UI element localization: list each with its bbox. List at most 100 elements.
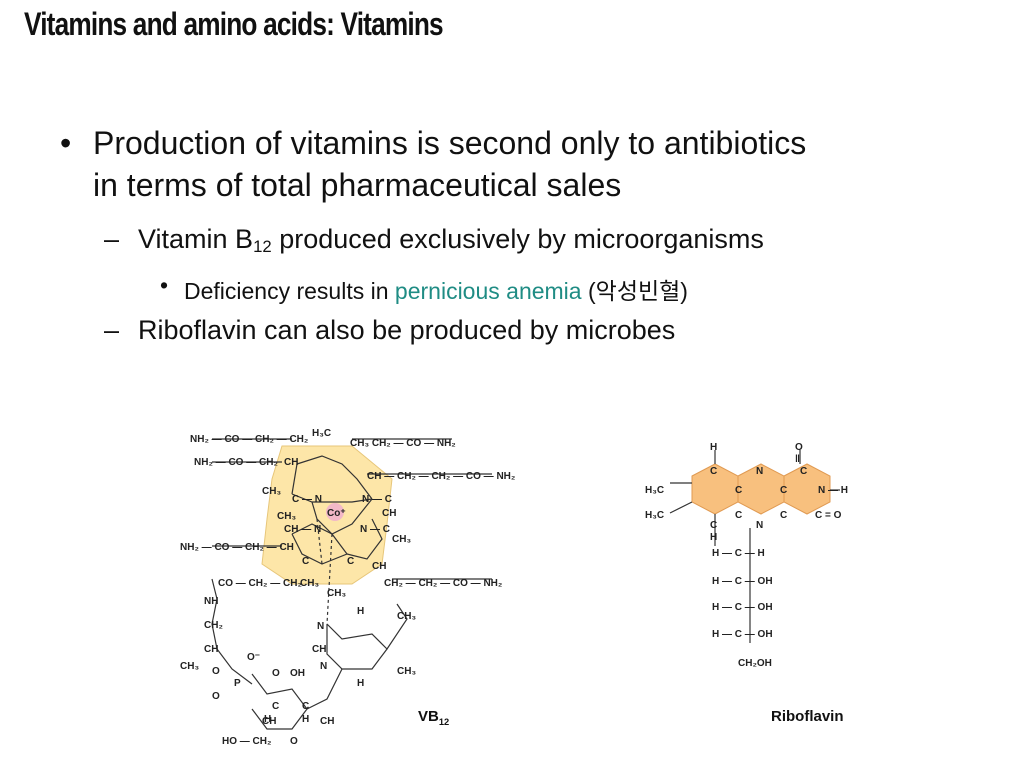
svg-text:CH: CH [312, 644, 326, 655]
pernicious-anemia-highlight: pernicious anemia [394, 278, 582, 304]
svg-text:CH₃ CH₂ — CO — NH₂: CH₃ CH₂ — CO — NH₂ [350, 438, 456, 449]
svg-text:N — C: N — C [362, 494, 392, 505]
riboflavin-bonds [669, 450, 840, 643]
dash-marker: – [104, 315, 120, 345]
svg-text:H — C — H: H — C — H [712, 548, 765, 559]
vb12-structure-figure: NH₂ — CO — CH₂ — CH₂ H₃C CH₃ CH₂ — CO — … [180, 428, 515, 747]
svg-text:P: P [234, 678, 241, 689]
svg-text:CH₃: CH₃ [327, 588, 346, 599]
svg-text:NH: NH [204, 596, 218, 607]
vb12-caption-subscript: 12 [438, 717, 450, 727]
svg-text:H: H [710, 442, 717, 453]
svg-text:C — N: C — N [292, 494, 322, 505]
svg-text:H: H [357, 606, 364, 617]
bullet-text: Production of vitamins is second only to… [93, 122, 806, 206]
bullet-line-2: in terms of total pharmaceutical sales [93, 167, 622, 203]
vb12-caption: VB12 [418, 708, 449, 727]
svg-text:H — C — OH: H — C — OH [712, 629, 773, 640]
svg-text:CH₃: CH₃ [397, 611, 416, 622]
svg-text:H: H [357, 678, 364, 689]
cobalt-center [326, 503, 344, 521]
bullet-marker: • [60, 125, 72, 161]
vitamin-b-suffix: produced exclusively by microorganisms [271, 224, 764, 254]
svg-text:CH: CH [284, 457, 298, 468]
svg-text:H: H [264, 714, 271, 725]
korean-term: 악성빈혈 [595, 278, 681, 304]
svg-text:H₃C: H₃C [645, 485, 664, 496]
slide-title: Vitamins and amino acids: Vitamins [24, 6, 444, 42]
svg-text:C: C [735, 510, 742, 521]
svg-text:O: O [272, 668, 280, 679]
svg-text:HO — CH₂: HO — CH₂ [222, 736, 271, 747]
riboflavin-atom-labels: H O ‖ C N C H₃C C C N — H H₃C C C C = O … [645, 442, 848, 669]
deficiency-text: Deficiency results in pernicious anemia … [184, 272, 688, 306]
svg-text:NH₂ — CO — CH₂ — CH: NH₂ — CO — CH₂ — CH [180, 542, 294, 553]
deficiency-prefix: Deficiency results in [184, 278, 395, 304]
bullet-marker-small: • [160, 272, 169, 298]
svg-text:C: C [780, 510, 787, 521]
svg-text:O: O [212, 691, 220, 702]
svg-text:CH — CH₂ — CH₂ — CO — NH₂: CH — CH₂ — CH₂ — CO — NH₂ [367, 471, 515, 482]
dash-marker: – [104, 224, 120, 254]
vitamin-b-prefix: Vitamin B [138, 224, 254, 254]
svg-text:H — C — OH: H — C — OH [712, 602, 773, 613]
svg-text:C: C [800, 466, 807, 477]
vb12-bonds [211, 438, 492, 730]
svg-text:O: O [212, 666, 220, 677]
svg-text:CH₃: CH₃ [262, 486, 281, 497]
bullet-line-1: Production of vitamins is second only to… [93, 125, 807, 161]
svg-text:CO — CH₂ — CH₂: CO — CH₂ — CH₂ [218, 578, 302, 589]
svg-text:CH₃: CH₃ [392, 534, 411, 545]
riboflavin-structure-figure: H O ‖ C N C H₃C C C N — H H₃C C C C = O … [645, 442, 848, 669]
svg-text:C: C [302, 701, 309, 712]
svg-text:H: H [302, 714, 309, 725]
svg-text:H₃C: H₃C [312, 428, 331, 439]
svg-text:Co⁺: Co⁺ [327, 508, 346, 519]
svg-text:CH: CH [204, 644, 218, 655]
svg-text:NH₂ — CO — CH₂: NH₂ — CO — CH₂ [194, 457, 278, 468]
svg-text:CH₃: CH₃ [300, 578, 319, 589]
svg-text:N: N [317, 621, 324, 632]
svg-text:H₃C: H₃C [645, 510, 664, 521]
riboflavin-text: Riboflavin can also be produced by micro… [138, 315, 676, 345]
svg-text:C: C [272, 701, 279, 712]
korean-open: ( [581, 278, 596, 304]
svg-text:CH: CH [372, 561, 386, 572]
svg-text:CH — N: CH — N [284, 524, 321, 535]
svg-text:O: O [290, 736, 298, 747]
svg-text:C: C [780, 485, 787, 496]
vb12-atom-labels: NH₂ — CO — CH₂ — CH₂ H₃C CH₃ CH₂ — CO — … [180, 428, 515, 747]
vitamin-b-subscript: 12 [253, 237, 272, 256]
svg-text:CH₂OH: CH₂OH [738, 658, 772, 669]
svg-text:O: O [795, 442, 803, 453]
svg-text:C = O: C = O [815, 510, 842, 521]
svg-text:C: C [347, 556, 354, 567]
svg-text:O⁻: O⁻ [247, 652, 260, 663]
vb12-caption-prefix: VB [418, 708, 439, 725]
svg-text:C: C [735, 485, 742, 496]
svg-text:CH: CH [262, 716, 276, 727]
svg-text:CH₃: CH₃ [397, 666, 416, 677]
svg-text:N — H: N — H [818, 485, 848, 496]
svg-text:CH: CH [382, 508, 396, 519]
svg-text:H — C — OH: H — C — OH [712, 576, 773, 587]
svg-text:C: C [302, 556, 309, 567]
svg-text:OH: OH [290, 668, 305, 679]
svg-text:CH₂ — CH₂ — CO — NH₂: CH₂ — CH₂ — CO — NH₂ [384, 578, 502, 589]
svg-text:N — C: N — C [360, 524, 390, 535]
svg-text:CH: CH [320, 716, 334, 727]
riboflavin-caption: Riboflavin [771, 708, 844, 725]
svg-text:CH₃: CH₃ [180, 661, 199, 672]
svg-text:C: C [710, 520, 717, 531]
svg-text:NH₂ — CO — CH₂ — CH₂: NH₂ — CO — CH₂ — CH₂ [190, 434, 308, 445]
svg-text:N: N [756, 520, 763, 531]
svg-text:‖: ‖ [795, 454, 800, 465]
svg-text:CH₃: CH₃ [277, 511, 296, 522]
korean-close: ) [680, 278, 688, 304]
subbullet-text: Vitamin B12 produced exclusively by micr… [138, 224, 764, 257]
svg-text:C: C [710, 466, 717, 477]
svg-text:N: N [756, 466, 763, 477]
svg-text:N: N [320, 661, 327, 672]
svg-text:CH₂: CH₂ [204, 620, 223, 631]
svg-text:H: H [710, 532, 717, 543]
